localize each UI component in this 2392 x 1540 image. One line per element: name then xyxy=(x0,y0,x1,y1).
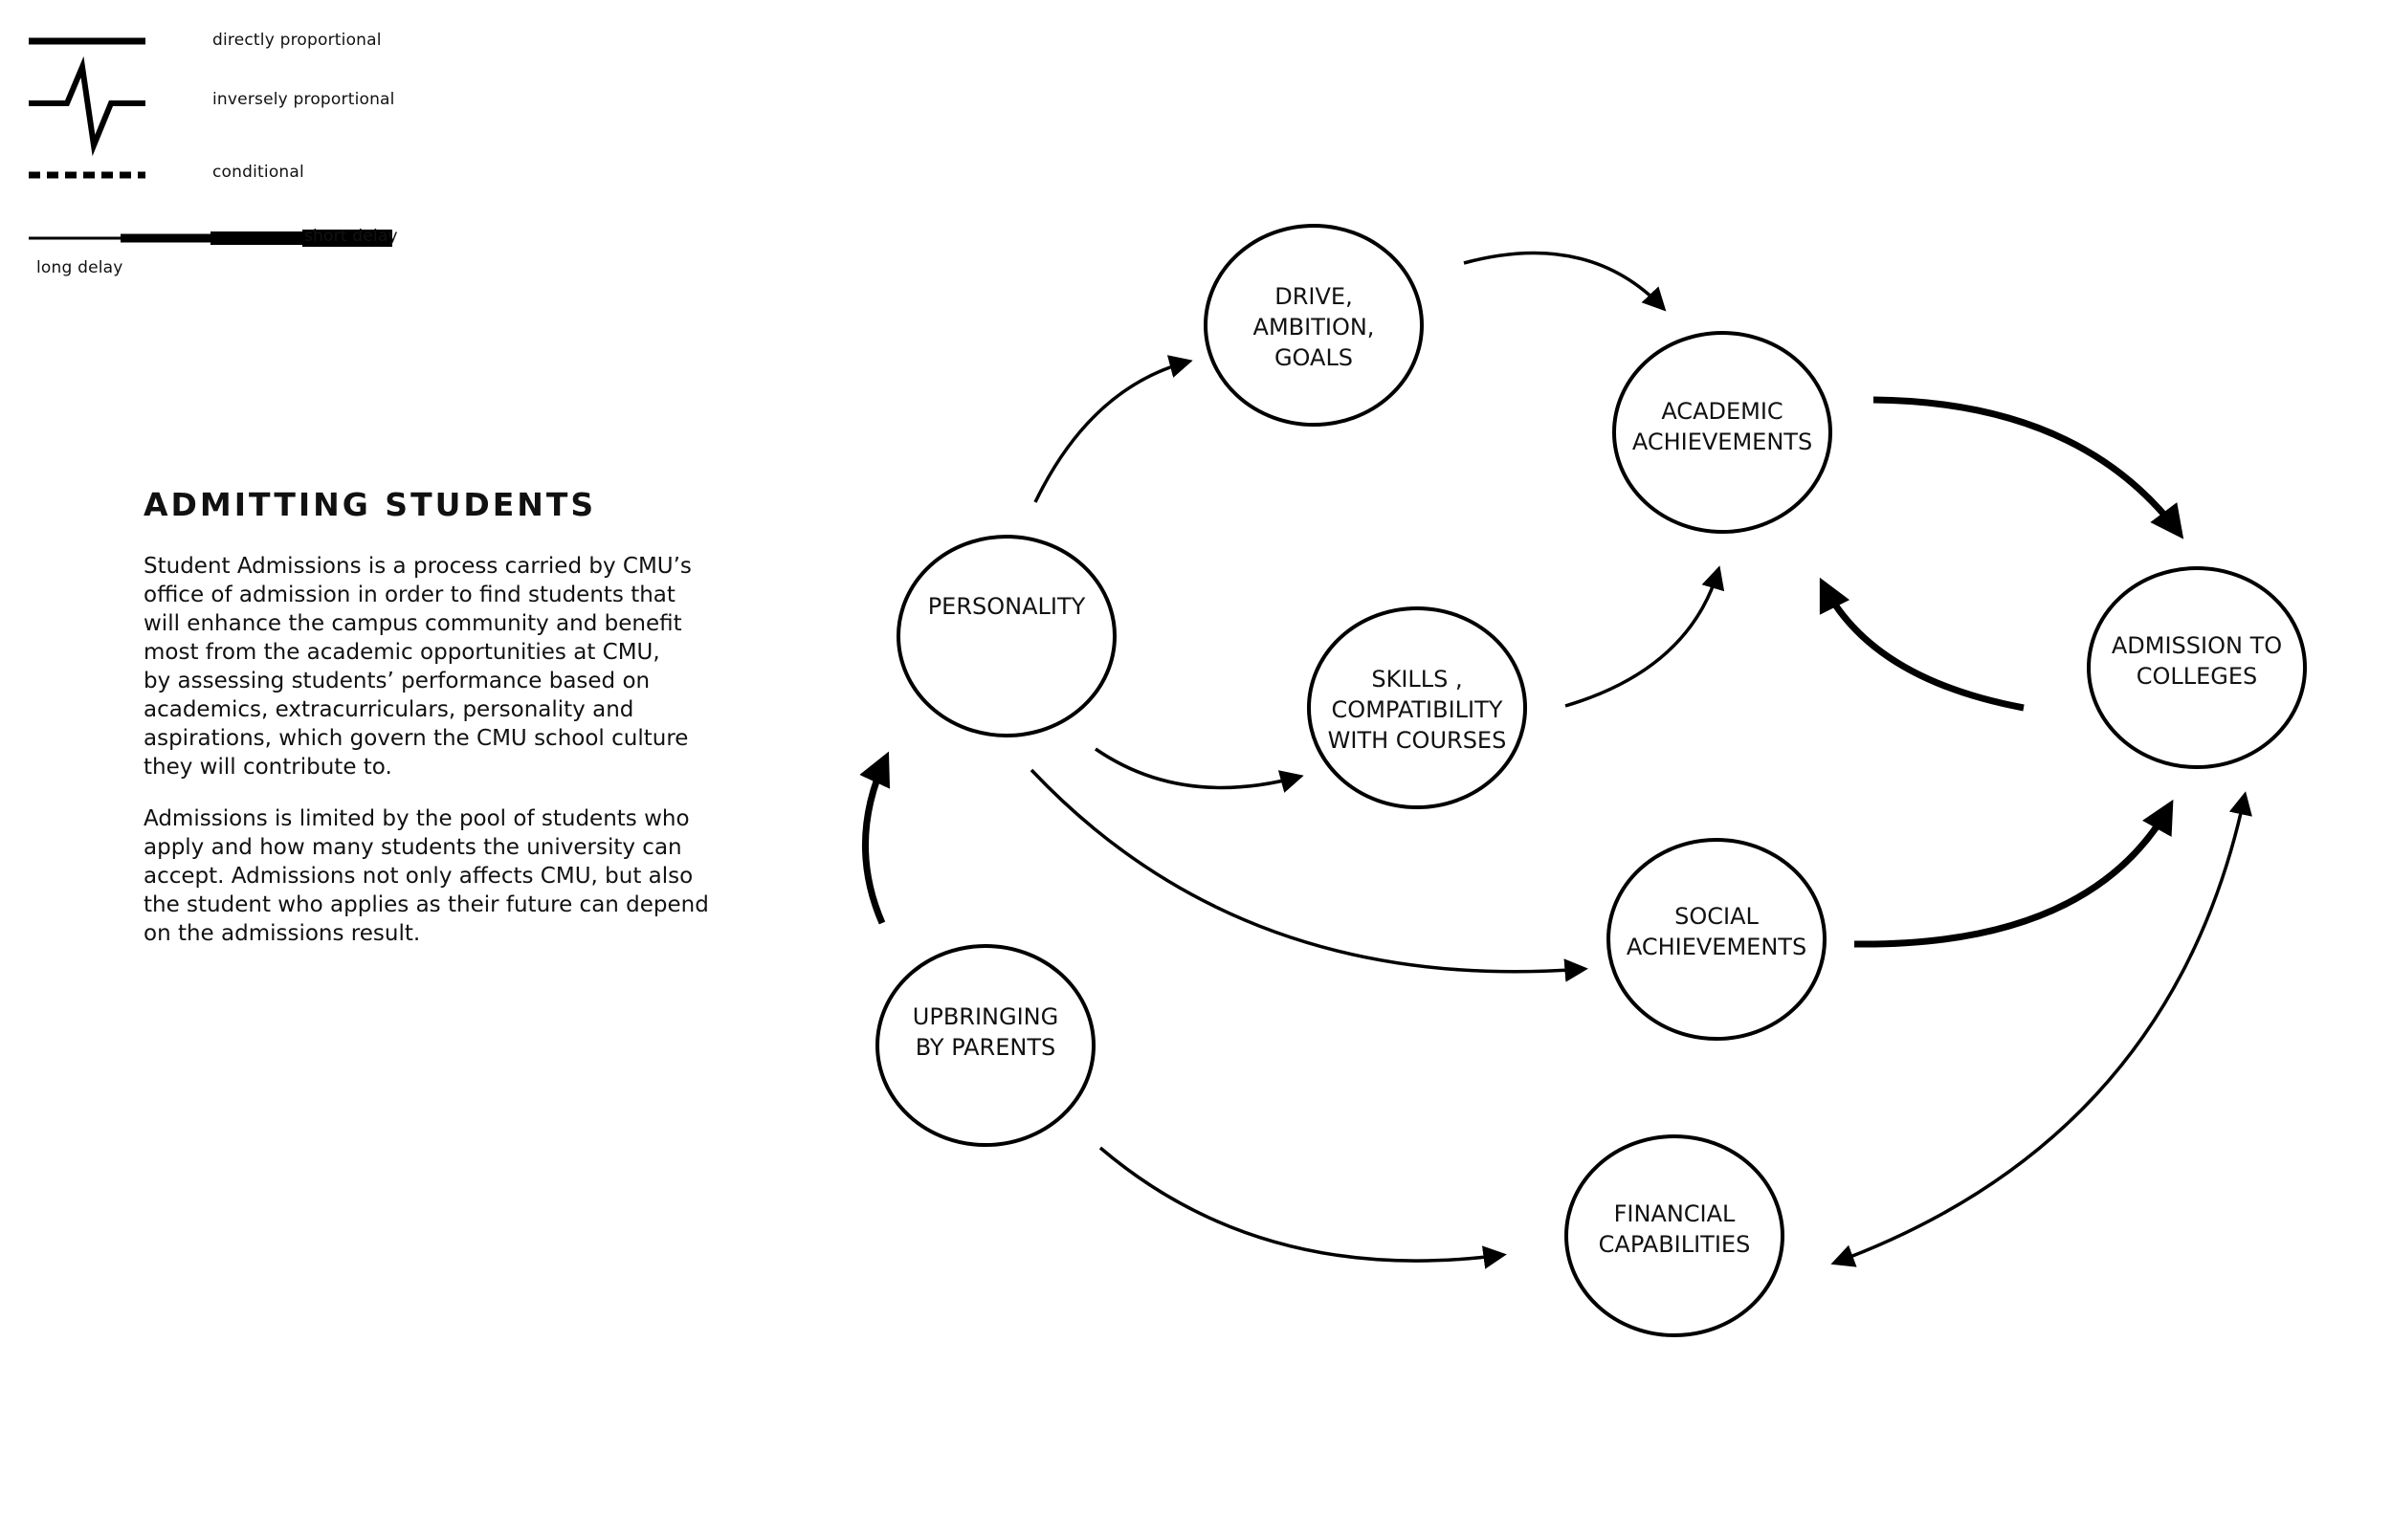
node-personality: PERSONALITY xyxy=(897,535,1117,737)
edge-academic-admission xyxy=(1872,396,2184,539)
node-admission-line1: ADMISSION TO xyxy=(2112,632,2282,659)
edge-social-admission xyxy=(1853,799,2174,948)
node-admission: ADMISSION TO COLLEGES xyxy=(2087,566,2307,769)
node-upbringing-line1: UPBRINGING xyxy=(913,1003,1058,1030)
info-panel: ADMITTING STUDENTS Student Admissions is… xyxy=(144,486,756,971)
node-skills-line1: SKILLS , xyxy=(1371,666,1462,693)
edge-upbringing-financial xyxy=(1098,1146,1507,1269)
legend-inversely-label: inversely proportional xyxy=(212,90,395,109)
legend-short-delay-label: short delay xyxy=(304,227,398,246)
legend-directly-label: directly proportional xyxy=(212,31,382,50)
node-financial-line2: CAPABILITIES xyxy=(1599,1231,1751,1258)
node-drive: DRIVE, AMBITION, GOALS xyxy=(1204,224,1424,427)
edge-admission-academic xyxy=(1819,577,2025,712)
node-social-line2: ACHIEVEMENTS xyxy=(1627,934,1806,960)
edge-personality-skills xyxy=(1095,747,1304,793)
node-social-line1: SOCIAL xyxy=(1674,903,1759,930)
info-paragraph-1: Student Admissions is a process carried … xyxy=(144,554,692,780)
node-admission-line2: COLLEGES xyxy=(2137,663,2258,690)
node-skills-line3: WITH COURSES xyxy=(1328,727,1507,754)
edge-upbringing-personality xyxy=(859,751,891,925)
node-upbringing: UPBRINGING BY PARENTS xyxy=(875,944,1096,1147)
node-skills-line2: COMPATIBILITY xyxy=(1332,696,1503,723)
edge-financial-admission xyxy=(1830,791,2252,1267)
node-drive-line2: AMBITION, xyxy=(1253,314,1375,341)
edge-skills-academic xyxy=(1564,565,1725,708)
node-financial: FINANCIAL CAPABILITIES xyxy=(1564,1134,1784,1337)
node-personality-line1: PERSONALITY xyxy=(928,593,1086,620)
node-drive-line3: GOALS xyxy=(1274,344,1353,371)
edge-drive-academic xyxy=(1463,251,1667,312)
edge-personality-social xyxy=(1030,768,1588,982)
page-title: ADMITTING STUDENTS xyxy=(144,486,597,523)
legend-inverse-line xyxy=(29,55,145,157)
node-financial-line1: FINANCIAL xyxy=(1614,1200,1736,1227)
node-skills: SKILLS , COMPATIBILITY WITH COURSES xyxy=(1307,606,1527,809)
node-social: SOCIAL ACHIEVEMENTS xyxy=(1606,838,1827,1041)
node-academic-line1: ACADEMIC xyxy=(1661,398,1783,425)
node-academic: ACADEMIC ACHIEVEMENTS xyxy=(1612,331,1832,534)
legend-conditional-label: conditional xyxy=(212,163,304,182)
legend-long-delay-label: long delay xyxy=(36,258,123,277)
node-academic-line2: ACHIEVEMENTS xyxy=(1632,429,1812,455)
info-paragraph-2: Admissions is limited by the pool of stu… xyxy=(144,806,709,946)
edge-personality-drive xyxy=(1033,355,1193,503)
node-upbringing-line2: BY PARENTS xyxy=(916,1034,1055,1061)
node-drive-line1: DRIVE, xyxy=(1274,283,1352,310)
